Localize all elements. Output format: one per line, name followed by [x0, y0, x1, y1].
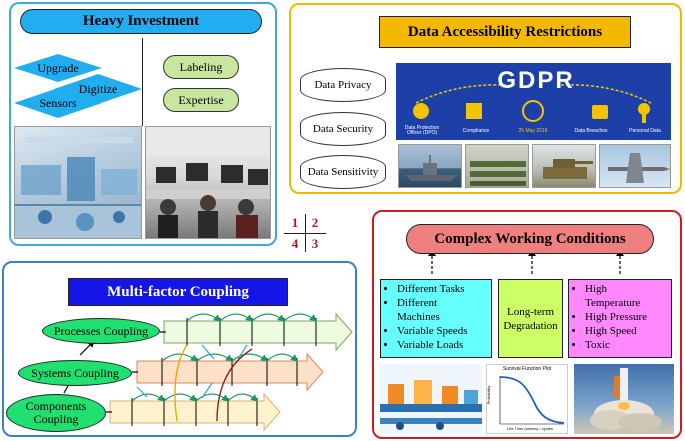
space-shuttle-launch-photo [574, 364, 674, 434]
production-line-illustration [380, 364, 482, 434]
gdpr-label-compliance: Compliance [462, 128, 490, 134]
data-privacy-cylinder: Data Privacy [300, 68, 386, 102]
quadrant-number-1: 1 [291, 215, 299, 230]
dpo-icon [413, 103, 429, 119]
digitize-label: Digitize [78, 81, 118, 96]
extreme-conditions-box: High Temperature High Pressure High Spee… [568, 279, 672, 358]
survival-plot-ylabel: Probability [485, 385, 491, 405]
survival-plot-title: Survival Function Plot [502, 366, 552, 372]
survival-function-plot [486, 364, 568, 434]
heavy-investment-title: Heavy Investment [20, 9, 262, 34]
labeling-pill: Labeling [163, 55, 239, 79]
variation-conditions-box: Different Tasks Different Machines Varia… [380, 279, 492, 358]
processes-arrow [163, 312, 353, 352]
gdpr-label-personal: Personal Data [629, 128, 661, 134]
gdpr-icons [413, 84, 652, 123]
quadrant-number-2: 2 [311, 215, 319, 230]
survival-curve [499, 376, 565, 425]
investment-diamonds [14, 54, 142, 118]
gdpr-title: GDPR [497, 67, 575, 94]
sensors-diamond [14, 88, 102, 118]
complex-working-conditions-panel [372, 210, 682, 439]
data-sensitivity-cylinder: Data Sensitivity [300, 155, 386, 189]
gdpr-label-breaches: Data Breaches [574, 128, 608, 134]
data-accessibility-title: Data Accessibility Restrictions [379, 16, 631, 48]
upgrade-label: Upgrade [37, 60, 79, 75]
condition-item: Variable Speeds [397, 324, 491, 338]
components-coupling-ellipse: Components Coupling [6, 394, 106, 432]
condition-item: Different Tasks [397, 282, 491, 296]
quadrant-number-3: 3 [311, 236, 319, 251]
condition-item: Different Machines [397, 296, 459, 324]
complex-working-conditions-title: Complex Working Conditions [406, 224, 654, 254]
quadrant-horizontal-line [284, 233, 326, 234]
long-term-degradation-box: Long-term Degradation [498, 279, 563, 358]
data-security-cylinder: Data Security [300, 112, 386, 146]
components-arrow [109, 392, 281, 432]
heavy-investment-panel [9, 2, 277, 246]
breach-lock-icon [592, 105, 608, 119]
multi-factor-coupling-panel [2, 261, 357, 437]
gdpr-label-dpo: Data Protection Officer (DPO) [404, 125, 440, 136]
warship-photo [398, 144, 462, 188]
condition-connectors [428, 254, 624, 276]
office-workers-photo [145, 126, 271, 239]
systems-coupling-ellipse: Systems Coupling [18, 360, 132, 386]
compliance-icon [466, 103, 482, 119]
expertise-pill: Expertise [163, 88, 239, 112]
panel1-divider [142, 38, 143, 126]
extreme-item: High Temperature [585, 282, 645, 310]
survival-plot-xlabel: Life Time (weeks) / cycles [507, 426, 553, 431]
multi-factor-coupling-title: Multi-factor Coupling [68, 278, 288, 306]
gdpr-label-date: 25 May 2018 [518, 128, 548, 134]
coupling-diagram [63, 312, 353, 432]
smart-factory-photo [14, 126, 142, 239]
extreme-item: Toxic [585, 338, 671, 352]
tank-photo [532, 144, 596, 188]
extreme-item: High Speed [585, 324, 671, 338]
extreme-item: High Pressure [585, 310, 671, 324]
sensors-label: Sensors [39, 95, 77, 110]
processes-coupling-ellipse: Processes Coupling [42, 318, 160, 344]
clock-icon [522, 100, 544, 122]
missile-vehicles-photo [465, 144, 529, 188]
drone-photo [599, 144, 671, 188]
systems-arrow [136, 352, 324, 392]
upgrade-diamond [14, 54, 102, 82]
key-icon [638, 103, 650, 115]
condition-item: Variable Loads [397, 338, 491, 352]
data-accessibility-panel [289, 3, 682, 194]
quadrant-number-4: 4 [291, 236, 299, 251]
